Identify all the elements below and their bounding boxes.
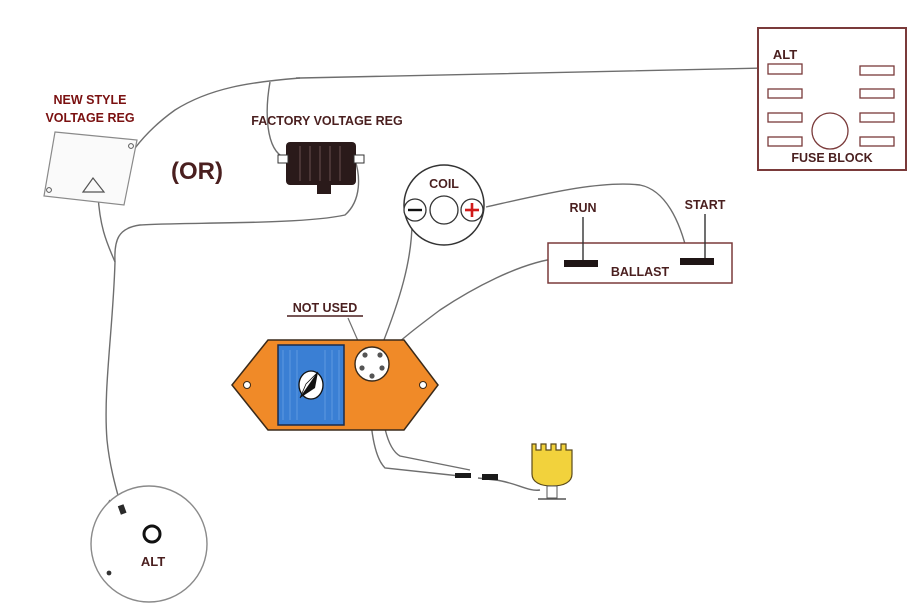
- inline-connector: [455, 473, 471, 478]
- or-label: (OR): [171, 158, 223, 185]
- fuse-block: ALT FUSE BLOCK: [757, 27, 907, 171]
- factory-regulator-terminal-left: [277, 154, 289, 164]
- wire-ballast-to-module: [384, 257, 561, 356]
- factory-regulator-terminal-right: [353, 154, 365, 164]
- inline-connectors: [455, 473, 498, 480]
- new-style-regulator-body: [43, 131, 138, 206]
- fuse-block-label: FUSE BLOCK: [791, 151, 872, 165]
- new-style-voltage-regulator: NEW STYLE VOLTAGE REG: [43, 93, 138, 206]
- ballast-label: BALLAST: [611, 265, 670, 279]
- new-style-label-line1: NEW STYLE: [54, 93, 127, 107]
- connector-pin: [379, 365, 385, 371]
- connector-pin: [359, 365, 365, 371]
- new-style-label-line2: VOLTAGE REG: [45, 111, 134, 125]
- module-heatsink-lines: [282, 350, 340, 420]
- wire-distributor-lead: [477, 477, 541, 491]
- fuse-slot: [859, 88, 895, 99]
- run-terminal: [564, 260, 598, 267]
- alternator-mount-hole: [106, 570, 112, 576]
- factory-regulator-fins: [299, 146, 341, 181]
- alternator-label: ALT: [141, 554, 165, 569]
- ignition-module: NOT USED: [231, 301, 439, 431]
- minus-terminal-icon: [403, 198, 427, 222]
- start-label: START: [685, 198, 726, 212]
- fuse-slot: [767, 136, 803, 147]
- alternator-terminal: [142, 524, 162, 544]
- fuse-slots: [767, 63, 895, 147]
- wire-factory-reg-to-junction: [114, 159, 360, 263]
- alternator-body: [90, 485, 208, 603]
- factory-regulator-body: [286, 142, 356, 185]
- not-used-label: NOT USED: [293, 301, 358, 315]
- fuse-slot-alt: [767, 63, 803, 75]
- alternator: ALT: [90, 485, 208, 603]
- distributor-plug-icon: [531, 443, 573, 500]
- wire-coil-plus-to-start: [485, 183, 689, 257]
- wire-new-reg-to-alt: [97, 194, 123, 511]
- run-label: RUN: [569, 201, 596, 215]
- factory-voltage-regulator: FACTORY VOLTAGE REG: [251, 114, 403, 194]
- new-style-regulator-terminal: [81, 176, 106, 193]
- alternator-lead-stub: [117, 504, 127, 515]
- inline-connector: [482, 474, 498, 480]
- factory-regulator-foot: [317, 182, 331, 194]
- ignition-coil: COIL: [403, 164, 485, 246]
- new-style-mount-hole: [46, 187, 52, 193]
- plus-terminal-icon: [460, 198, 484, 222]
- ballast-resistor: RUN START BALLAST: [547, 198, 733, 284]
- new-style-mount-hole: [128, 143, 134, 149]
- fuse-block-alt-label: ALT: [773, 47, 797, 62]
- fuse-slot: [859, 136, 895, 147]
- fuse-slot: [767, 112, 803, 123]
- fuse-slot: [767, 88, 803, 99]
- connector-pin: [369, 373, 375, 379]
- coil-center-post: [429, 195, 459, 225]
- distributor-shaft: [546, 485, 558, 499]
- module-connector: [354, 346, 390, 382]
- connector-pin: [377, 352, 383, 358]
- fuse-slot: [859, 65, 895, 76]
- module-mount-hole: [243, 381, 251, 389]
- module-mount-hole: [419, 381, 427, 389]
- fuse-block-center-hole: [811, 112, 849, 150]
- distributor-cap: [531, 443, 573, 487]
- coil-label: COIL: [429, 177, 459, 191]
- start-terminal: [680, 258, 714, 265]
- factory-reg-label: FACTORY VOLTAGE REG: [251, 114, 402, 128]
- wires: [95, 67, 769, 580]
- compass-needle-icon: [298, 370, 324, 400]
- wire-coil-minus-to-module: [379, 221, 413, 351]
- fuse-slot: [859, 112, 895, 123]
- connector-pin: [362, 352, 368, 358]
